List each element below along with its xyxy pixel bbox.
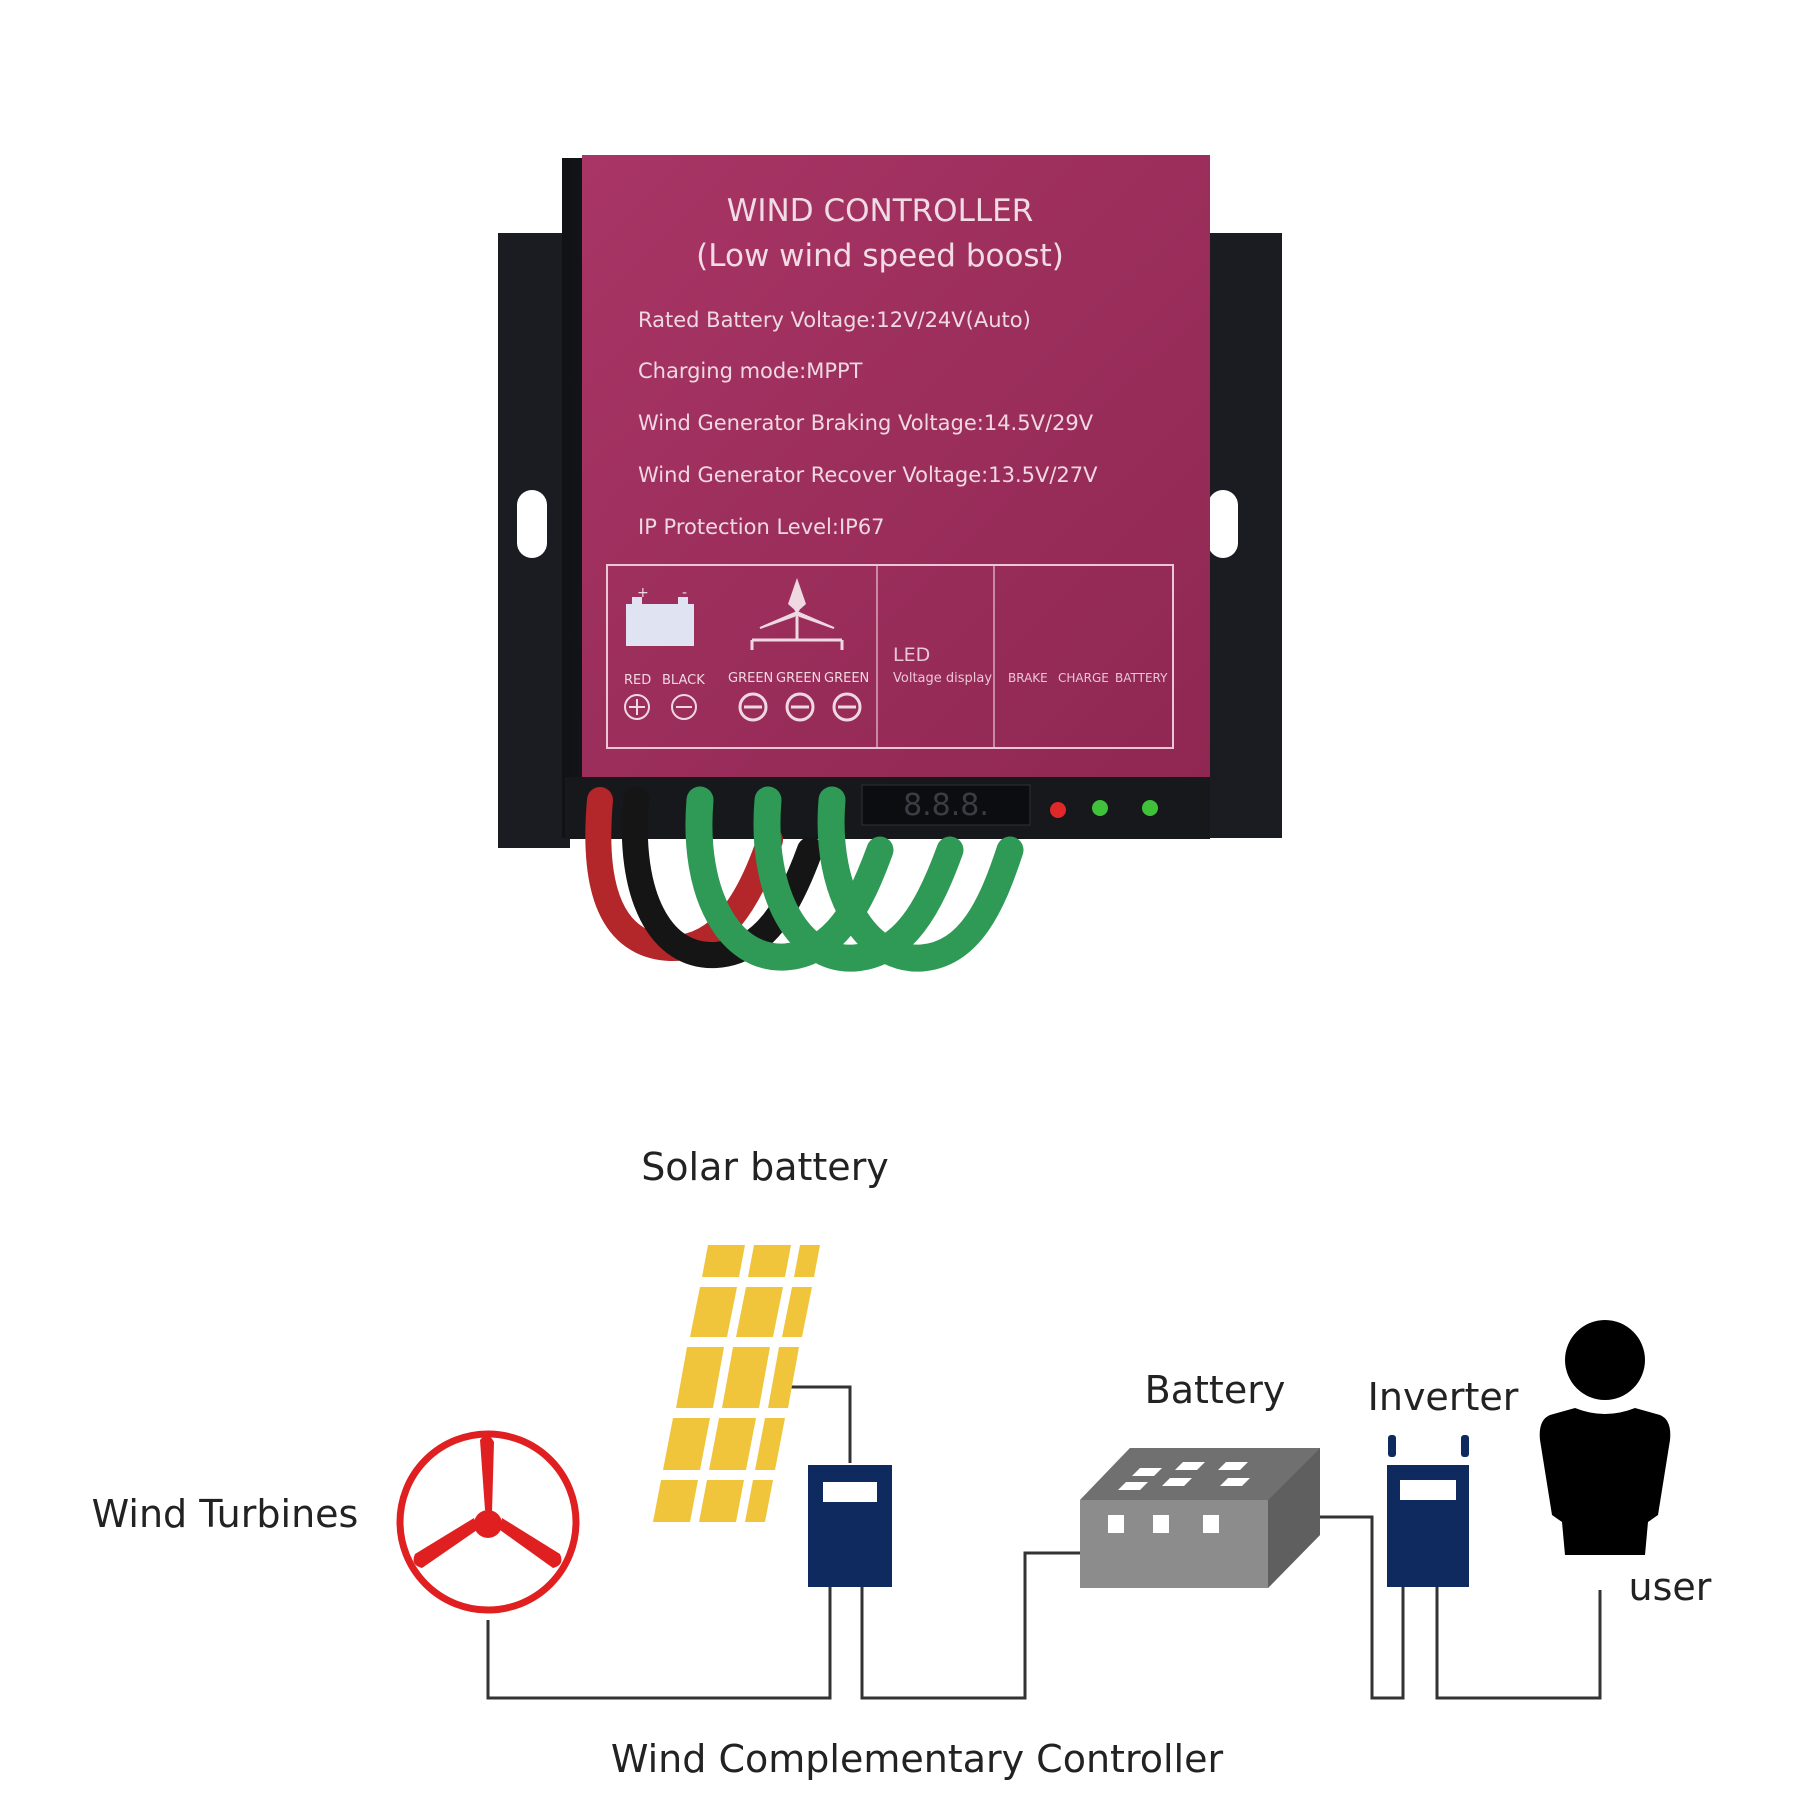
minus-terminal-icon [671, 694, 697, 720]
label-green-3: GREEN [824, 671, 869, 686]
solar-panel-icon [653, 1245, 820, 1522]
battery-terminal-icon: + - [626, 585, 694, 646]
indicator-battery-label: BATTERY [1115, 671, 1168, 685]
legend-frame [606, 564, 1174, 749]
label-green-2: GREEN [776, 671, 821, 686]
spec-ip-level: IP Protection Level:IP67 [638, 515, 885, 539]
battery-led [1142, 800, 1158, 816]
indicator-brake-label: BRAKE [1008, 671, 1048, 685]
wind-controller-device: WIND CONTROLLER (Low wind speed boost) R… [498, 155, 1282, 972]
user-label: user [1629, 1565, 1712, 1609]
brake-led [1050, 802, 1066, 818]
left-mounting-slot [517, 490, 547, 558]
spec-charging-mode: Charging mode:MPPT [638, 359, 863, 383]
charge-led [1092, 800, 1108, 816]
green-wire-3 [817, 786, 1024, 972]
controller-box-icon [808, 1465, 892, 1587]
spec-braking-voltage: Wind Generator Braking Voltage:14.5V/29V [638, 411, 1094, 435]
output-wires [585, 786, 1024, 972]
plus-terminal-icon [624, 694, 650, 720]
phase-terminal-icons [738, 692, 862, 722]
front-panel [582, 155, 1210, 777]
svg-text:+: + [637, 585, 649, 601]
solar-battery-label: Solar battery [641, 1145, 889, 1189]
system-diagram: Solar battery Wind Turbines [92, 1145, 1712, 1781]
indicator-charge-label: CHARGE [1058, 671, 1109, 685]
spec-rated-voltage: Rated Battery Voltage:12V/24V(Auto) [638, 308, 1031, 332]
led-subtitle: Voltage display [893, 671, 992, 686]
battery-icon [1080, 1448, 1320, 1588]
wind-turbine-icon [396, 1430, 580, 1614]
device-title: WIND CONTROLLER [727, 193, 1034, 229]
label-green-1: GREEN [728, 671, 773, 686]
label-red: RED [624, 673, 651, 688]
inverter-icon [1387, 1435, 1469, 1587]
svg-text:-: - [682, 585, 687, 601]
terminal-legend: + - RED BLACK [606, 564, 1174, 749]
person-icon [1539, 1320, 1671, 1555]
battery-label: Battery [1145, 1368, 1286, 1412]
wind-turbines-label: Wind Turbines [92, 1492, 359, 1536]
label-black: BLACK [662, 673, 705, 688]
spec-recover-voltage: Wind Generator Recover Voltage:13.5V/27V [638, 463, 1098, 487]
green-wire-2 [753, 786, 964, 972]
seven-segment-display [861, 784, 1031, 826]
led-title: LED [893, 644, 930, 666]
controller-label: Wind Complementary Controller [611, 1737, 1224, 1781]
display-digits: 8.8.8. [903, 788, 989, 823]
device-subtitle: (Low wind speed boost) [696, 238, 1064, 274]
diagram-wires [486, 1385, 1602, 1700]
inverter-label: Inverter [1368, 1375, 1519, 1419]
right-mounting-slot [1208, 490, 1238, 558]
turbine-terminal-icon [750, 578, 844, 650]
